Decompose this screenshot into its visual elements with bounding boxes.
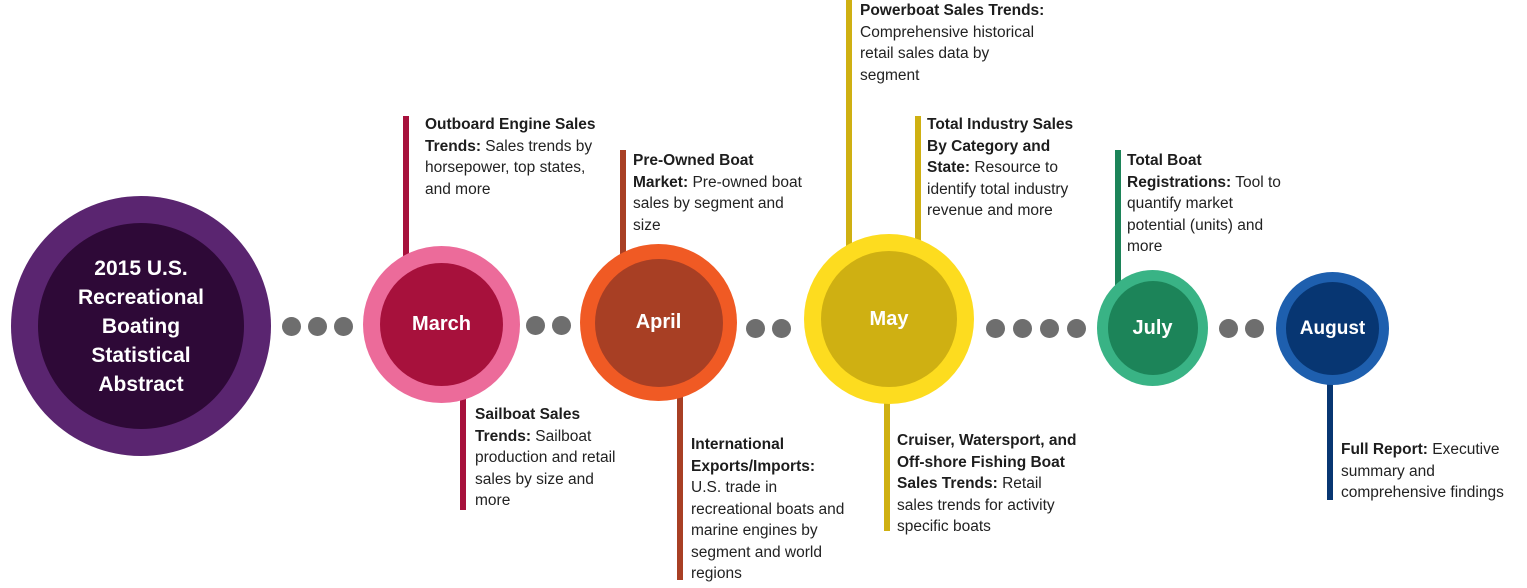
- connector-dot: [308, 317, 327, 336]
- month-circle-march: March: [363, 246, 520, 403]
- month-label-july: July: [1132, 316, 1173, 339]
- note-cruiser: Cruiser, Watersport, and Off-shore Fishi…: [897, 432, 1077, 535]
- note-powerboat: Powerboat Sales Trends: Comprehensive hi…: [860, 2, 1045, 84]
- stem-powerboat: [846, 0, 852, 268]
- connector-dot: [1245, 319, 1264, 338]
- connector-dot: [1013, 319, 1032, 338]
- month-label-april: April: [635, 311, 682, 333]
- connector-dot: [772, 319, 791, 338]
- note-total-industry: Total Industry Sales By Category and Sta…: [927, 116, 1074, 219]
- connector-dot: [1067, 319, 1086, 338]
- note-international: International Exports/Imports: U.S. trad…: [691, 436, 845, 582]
- connector-dot: [1040, 319, 1059, 338]
- month-circle-july: July: [1097, 270, 1208, 386]
- connector-dot: [986, 319, 1005, 338]
- title-text: 2015 U.S. Recreational Boating Statistic…: [77, 256, 205, 396]
- stem-sailboat: [460, 388, 466, 510]
- stem-cruiser: [884, 386, 890, 531]
- month-circle-may: May: [804, 234, 974, 404]
- month-circle-august: August: [1276, 272, 1389, 385]
- note-sailboat: Sailboat Sales Trends: Sailboat producti…: [475, 406, 616, 509]
- connector-dot: [334, 317, 353, 336]
- month-label-march: March: [412, 313, 471, 335]
- connector-dot: [282, 317, 301, 336]
- stem-outboard: [403, 116, 409, 270]
- connector-dot: [526, 316, 545, 335]
- connector-dot: [552, 316, 571, 335]
- note-outboard-engine: Outboard Engine Sales Trends: Sales tren…: [425, 116, 596, 198]
- stem-registrations: [1115, 150, 1121, 292]
- note-preowned: Pre-Owned Boat Market: Pre-owned boat sa…: [633, 152, 802, 234]
- month-label-may: May: [869, 307, 909, 330]
- stem-fullreport: [1327, 378, 1333, 500]
- stem-international: [677, 388, 683, 580]
- connector-dot: [746, 319, 765, 338]
- stem-totalindustry: [915, 116, 921, 268]
- month-label-august: August: [1299, 317, 1366, 339]
- month-circle-april: April: [580, 244, 737, 401]
- title-circle: 2015 U.S. Recreational Boating Statistic…: [11, 196, 271, 456]
- note-registrations: Total Boat Registrations: Tool to quanti…: [1127, 152, 1281, 255]
- note-full-report: Full Report: Executive summary and compr…: [1341, 441, 1504, 501]
- stem-preowned: [620, 150, 626, 272]
- connector-dot: [1219, 319, 1238, 338]
